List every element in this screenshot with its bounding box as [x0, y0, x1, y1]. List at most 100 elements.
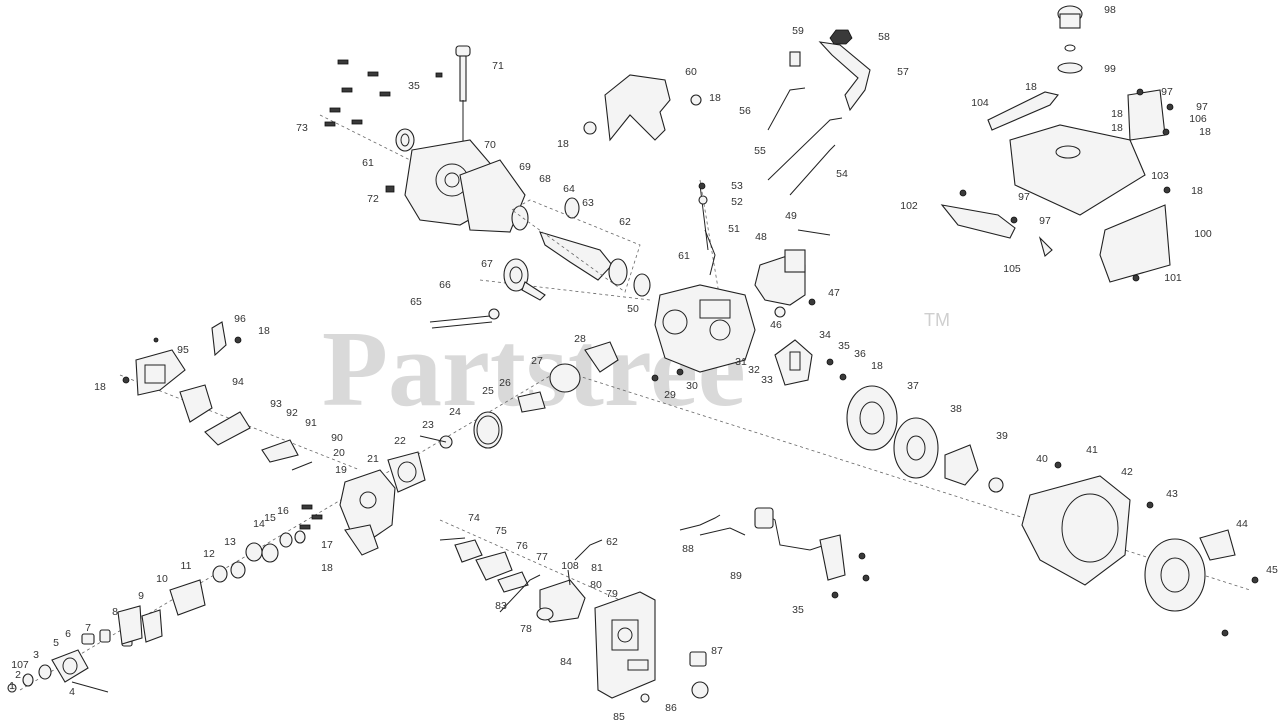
starter-cup-39	[944, 444, 979, 486]
screw-59	[789, 51, 801, 67]
callout-39: 39	[996, 430, 1008, 442]
callout-46: 46	[770, 319, 782, 331]
bracket-106	[1127, 89, 1166, 141]
callout-51: 51	[728, 223, 740, 235]
wire-88	[679, 514, 721, 531]
callout-60: 60	[685, 66, 697, 78]
callout-89: 89	[730, 570, 742, 582]
callout-90: 90	[331, 432, 343, 444]
callout-1: 1	[9, 680, 15, 692]
callout-81: 81	[591, 562, 603, 574]
callout-108: 108	[561, 560, 579, 572]
callout-78: 78	[520, 623, 532, 635]
callout-37: 37	[907, 380, 919, 392]
recoil-starter-44	[1144, 538, 1206, 612]
nut-58	[829, 29, 853, 45]
callout-77: 77	[536, 551, 548, 563]
callout-70: 70	[484, 139, 496, 151]
callout-61: 61	[362, 157, 374, 169]
gasket-9	[141, 609, 163, 643]
callout-8: 8	[112, 606, 118, 618]
oil-seal-61	[395, 128, 415, 152]
bracket-93	[204, 411, 251, 446]
valve-105	[1038, 236, 1053, 257]
strap-102	[940, 204, 1016, 239]
callout-9: 9	[138, 590, 144, 602]
carburetor-group	[439, 537, 603, 623]
bracket-10	[169, 579, 206, 616]
wiring-group	[679, 507, 870, 599]
callout-62: 62	[606, 536, 618, 548]
callout-61: 61	[678, 250, 690, 262]
callout-18: 18	[1191, 185, 1203, 197]
callout-34: 34	[819, 329, 831, 341]
callout-18: 18	[1025, 81, 1037, 93]
callout-91: 91	[305, 417, 317, 429]
callout-29: 29	[664, 389, 676, 401]
flywheel-group	[774, 339, 1004, 493]
callout-47: 47	[828, 287, 840, 299]
bearing-62	[608, 258, 628, 286]
callout-63: 63	[582, 197, 594, 209]
callout-79: 79	[606, 588, 618, 600]
callout-17: 17	[321, 539, 333, 551]
throttle-lever-57	[789, 29, 871, 112]
callout-35: 35	[408, 80, 420, 92]
callout-5: 5	[53, 637, 59, 649]
cover-bolts	[324, 59, 443, 193]
callout-57: 57	[897, 66, 909, 78]
callout-18: 18	[321, 562, 333, 574]
callout-18: 18	[94, 381, 106, 393]
callout-36: 36	[854, 348, 866, 360]
callout-38: 38	[950, 403, 962, 415]
callout-43: 43	[1166, 488, 1178, 500]
callout-35: 35	[838, 340, 850, 352]
callout-30: 30	[686, 380, 698, 392]
rod-55	[767, 117, 843, 181]
callout-52: 52	[731, 196, 743, 208]
callout-94: 94	[232, 376, 244, 388]
callout-95: 95	[177, 344, 189, 356]
callout-3: 3	[33, 649, 39, 661]
callout-2: 2	[15, 669, 21, 681]
fan-38	[893, 417, 939, 479]
callout-41: 41	[1086, 444, 1098, 456]
fuel-tank-103	[1009, 124, 1146, 216]
callout-74: 74	[468, 512, 480, 524]
callout-21: 21	[367, 453, 379, 465]
callout-55: 55	[754, 145, 766, 157]
stud-4	[71, 681, 109, 693]
insulator-8	[117, 605, 143, 645]
callout-97: 97	[1018, 191, 1030, 203]
callout-85: 85	[613, 711, 625, 722]
crankcase-cover-group	[324, 45, 526, 233]
dipstick-cap	[455, 45, 471, 57]
gasket-77	[497, 571, 529, 593]
callout-72: 72	[367, 193, 379, 205]
nut-40	[988, 477, 1004, 493]
shield-100	[1099, 204, 1171, 283]
callout-45: 45	[1266, 564, 1278, 576]
valve-train-left	[7, 504, 323, 693]
callout-69: 69	[519, 161, 531, 173]
callout-80: 80	[590, 579, 602, 591]
flange-5	[51, 649, 89, 683]
callout-62: 62	[619, 216, 631, 228]
spacer-76	[475, 551, 513, 581]
air-filter-box-84	[594, 591, 709, 703]
callout-96: 96	[234, 313, 246, 325]
callout-33: 33	[761, 374, 773, 386]
callout-14: 14	[253, 518, 265, 530]
callout-27: 27	[531, 355, 543, 367]
bracket-94	[179, 384, 213, 423]
knob-86	[691, 681, 709, 699]
callout-97: 97	[1196, 101, 1208, 113]
callout-26: 26	[499, 377, 511, 389]
cylinder-head-19	[339, 469, 396, 541]
callout-105: 105	[1003, 263, 1021, 275]
watermark-trademark: TM	[924, 310, 950, 330]
callout-18: 18	[709, 92, 721, 104]
callout-59: 59	[792, 25, 804, 37]
callout-67: 67	[481, 258, 493, 270]
